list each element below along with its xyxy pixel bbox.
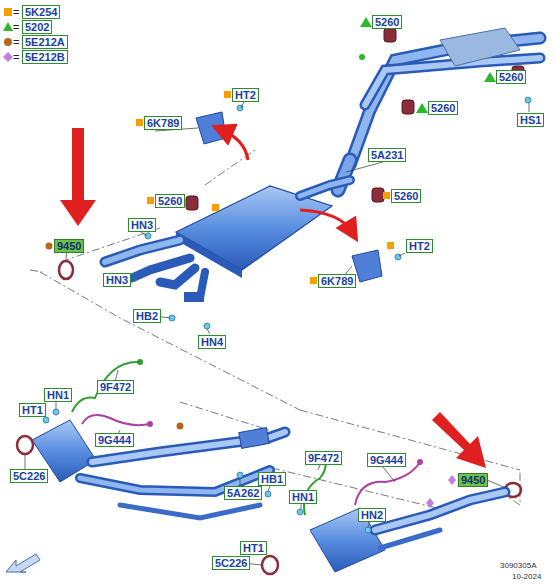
- legend-label: 5E212B: [25, 51, 65, 63]
- legend-swatch-shape: [3, 22, 13, 31]
- callout-text: 9F472: [100, 381, 131, 393]
- legend-swatch: [3, 7, 13, 17]
- callout-text: HT1: [22, 404, 43, 416]
- callout-number: 9450: [54, 239, 84, 253]
- legend-swatch-shape: [4, 8, 12, 16]
- callout-text: 9F472: [308, 452, 339, 464]
- legend-swatch-shape: [4, 38, 12, 46]
- callout-number: 5260: [391, 189, 421, 203]
- callout-number: HT1: [19, 403, 46, 417]
- callout-text: 5260: [499, 71, 523, 83]
- legend-swatch: [3, 52, 13, 62]
- callout-number: HN3: [103, 273, 131, 287]
- legend-equals: =: [13, 21, 19, 33]
- callout-text: HN1: [292, 491, 314, 503]
- callout-text: 9G444: [98, 434, 131, 446]
- callout-number: 5260: [155, 194, 185, 208]
- figure-code: 10-2024: [512, 572, 541, 581]
- callout-text: HN3: [131, 219, 153, 231]
- callout-number: 6K789: [318, 274, 356, 288]
- legend-swatch: [3, 37, 13, 47]
- legend-swatch-shape: [3, 52, 13, 62]
- legend-equals: =: [13, 36, 19, 48]
- callout-number: HT1: [240, 541, 267, 555]
- callout-text: 5260: [431, 102, 455, 114]
- callout-text: 5260: [158, 195, 182, 207]
- callout-text: 5C226: [13, 470, 45, 482]
- legend-equals: =: [13, 6, 19, 18]
- callout-text: 9450: [57, 240, 81, 252]
- callout-text: 9450: [461, 474, 485, 486]
- callout-text: HB1: [261, 473, 283, 485]
- callout-text: 9G444: [370, 454, 403, 466]
- callout-number: 5C226: [10, 469, 48, 483]
- callout-number: 6K789: [144, 116, 182, 130]
- callout-text: HB2: [136, 310, 158, 322]
- callout-text: HT1: [243, 542, 264, 554]
- callout-number: HT2: [232, 88, 259, 102]
- callout-number: HN4: [198, 335, 226, 349]
- legend-label: 5E212A: [25, 36, 65, 48]
- callout-text: 6K789: [147, 117, 179, 129]
- legend-label: 5K254: [25, 6, 57, 18]
- callout-number: 5260: [372, 15, 402, 29]
- callout-number: HB2: [133, 309, 161, 323]
- callout-text: 5C226: [215, 557, 247, 569]
- callout-text: HS1: [520, 114, 541, 126]
- callout-text: 6K789: [321, 275, 353, 287]
- callout-number: HN3: [128, 218, 156, 232]
- callout-number: 5260: [428, 101, 458, 115]
- legend-text: 5E212B: [22, 50, 68, 64]
- callout-number: 9F472: [305, 451, 342, 465]
- legend-text: 5E212A: [22, 35, 68, 49]
- callout-number: HN2: [358, 508, 386, 522]
- callout-number: 9G444: [367, 453, 406, 467]
- callout-text: 5260: [394, 190, 418, 202]
- callout-text: HN2: [361, 509, 383, 521]
- callout-number: 9F472: [97, 380, 134, 394]
- callout-text: HN3: [106, 274, 128, 286]
- callout-text: HT2: [235, 89, 256, 101]
- legend-text: 5202: [22, 20, 52, 34]
- callout-number: 9G444: [95, 433, 134, 447]
- legend-label: 5202: [25, 21, 49, 33]
- legend-swatch: [3, 22, 13, 32]
- callout-number: 9450: [458, 473, 488, 487]
- callout-number: HS1: [517, 113, 544, 127]
- callout-number: HN1: [289, 490, 317, 504]
- callout-number: 5260: [496, 70, 526, 84]
- callout-text: HN1: [47, 389, 69, 401]
- callout-number: 5A262: [224, 486, 262, 500]
- callout-text: HT2: [409, 240, 430, 252]
- callout-text: HN4: [201, 336, 223, 348]
- legend-equals: =: [13, 51, 19, 63]
- figure-code: 3090305A: [500, 561, 536, 570]
- callout-number: 5A231: [368, 148, 406, 162]
- callout-number: HT2: [406, 239, 433, 253]
- callout-number: 5C226: [212, 556, 250, 570]
- legend-text: 5K254: [22, 5, 60, 19]
- callout-text: 5260: [375, 16, 399, 28]
- callout-number: HN1: [44, 388, 72, 402]
- callout-text: 5A231: [371, 149, 403, 161]
- callout-number: HB1: [258, 472, 286, 486]
- callout-text: 5A262: [227, 487, 259, 499]
